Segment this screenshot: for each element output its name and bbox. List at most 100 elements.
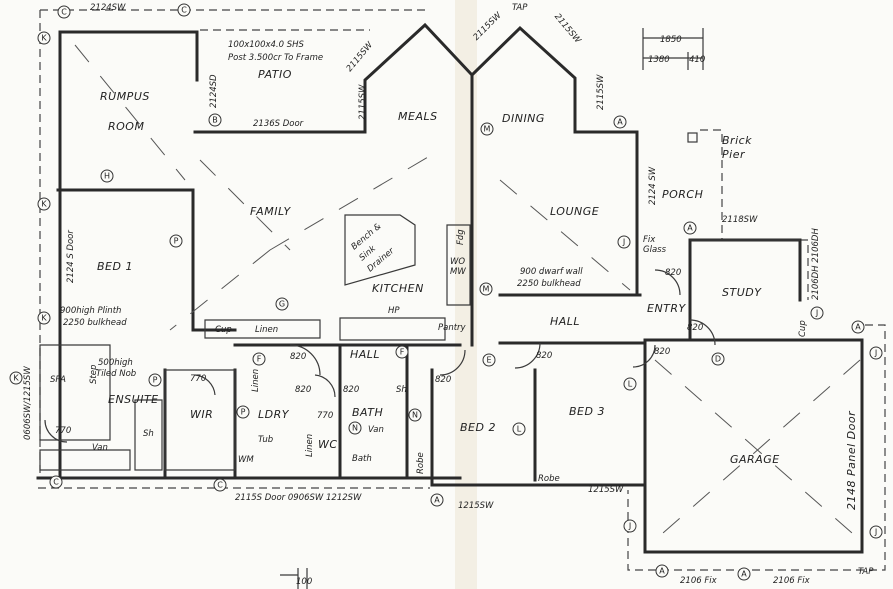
marker-letter: H (104, 172, 110, 181)
marker-circle (869, 346, 883, 360)
grid-marker-m: M (479, 282, 493, 296)
grid-marker-e: E (482, 353, 496, 367)
room-label-bed2: BED 2 (460, 421, 496, 434)
fixture-vanity-2: Van (368, 425, 384, 435)
room-label-rumpus-room: ROOM (108, 120, 144, 133)
marker-letter: M (483, 285, 490, 294)
room-label-rumpus: RUMPUS (100, 90, 150, 103)
grid-marker-b: B (208, 113, 222, 127)
fixture-cupboard-2: Cup (798, 320, 808, 337)
grid-marker-a: A (737, 567, 751, 581)
marker-letter: P (153, 376, 158, 385)
marker-letter: A (434, 496, 440, 505)
room-label-bed1: BED 1 (97, 260, 133, 273)
dimension-label: 410 (689, 55, 705, 65)
door-width: 820 (435, 375, 451, 385)
grid-marker-a: A (613, 115, 627, 129)
dimension-label: 1850 (660, 35, 682, 45)
roof-hip-lines (74, 44, 861, 541)
marker-circle (480, 122, 494, 136)
window-label: 1215SW (588, 485, 624, 495)
marker-circle (613, 115, 627, 129)
room-label-lounge: LOUNGE (550, 205, 599, 218)
note-fix-glass-2: Glass (643, 245, 667, 255)
marker-letter: G (279, 300, 285, 309)
note-brick-pier-2: Pier (722, 148, 746, 161)
room-label-ensuite: ENSUITE (108, 393, 159, 406)
marker-circle (395, 345, 409, 359)
dimension-label: 1380 (648, 55, 670, 65)
fixture-step: Step (89, 365, 99, 384)
fixture-pantry: Pantry (438, 323, 467, 333)
marker-circle (869, 525, 883, 539)
marker-circle (148, 373, 162, 387)
marker-circle (479, 282, 493, 296)
door-width: 820 (290, 352, 306, 362)
door-width: 820 (654, 347, 670, 357)
fixture-shower-2: Sh (396, 385, 407, 395)
grid-marker-j: J (810, 306, 824, 320)
note-dwarf-bulkhead: 2250 bulkhead (517, 279, 581, 289)
marker-circle (177, 3, 191, 17)
fixture-cupboard: Cup (215, 325, 232, 335)
grid-marker-a: A (655, 564, 669, 578)
door-width: 770 (190, 374, 206, 384)
note-post-spacing: Post 3.500cr To Frame (228, 53, 323, 63)
marker-circle (711, 352, 725, 366)
grid-marker-d: D (711, 352, 725, 366)
fixture-shower: Sh (143, 429, 154, 439)
marker-circle (655, 564, 669, 578)
fixture-fridge: Fdg (456, 229, 466, 245)
note-fix-glass: Fix (643, 235, 656, 245)
window-label: 2118SW (722, 215, 758, 225)
grid-marker-k: K (37, 31, 51, 45)
room-label-wc: WC (318, 438, 338, 451)
marker-letter: K (41, 314, 47, 323)
marker-letter: B (212, 116, 218, 125)
grid-marker-c: C (177, 3, 191, 17)
grid-marker-a: A (683, 221, 697, 235)
window-label: 2106 Fix (773, 576, 811, 586)
grid-marker-f: F (395, 345, 409, 359)
marker-letter: L (628, 380, 633, 389)
marker-circle (623, 377, 637, 391)
room-label-hall: HALL (350, 348, 380, 361)
marker-letter: K (41, 200, 47, 209)
grid-marker-j: J (869, 346, 883, 360)
grid-marker-a: A (851, 320, 865, 334)
room-label-bath: BATH (352, 406, 383, 419)
marker-letter: C (181, 6, 187, 15)
room-label-spa: SPA (50, 375, 66, 385)
fixture-vanity: Van (92, 443, 108, 453)
room-label-ldry: LDRY (258, 408, 290, 421)
grid-marker-p: P (148, 373, 162, 387)
marker-circle (430, 493, 444, 507)
grid-marker-n: N (408, 408, 422, 422)
marker-letter: K (41, 34, 47, 43)
room-label-family: FAMILY (250, 205, 292, 218)
fixture-washing-machine: WM (238, 455, 254, 465)
marker-circle (9, 371, 23, 385)
grid-marker-l: L (512, 422, 526, 436)
marker-letter: A (659, 567, 665, 576)
window-label: 1215SW (458, 501, 494, 511)
room-label-study: STUDY (722, 286, 762, 299)
fixture-bathtub: Bath (352, 454, 372, 464)
marker-letter: D (715, 355, 721, 364)
grid-marker-m: M (480, 122, 494, 136)
marker-circle (512, 422, 526, 436)
note-dwarf-wall: 900 dwarf wall (520, 267, 583, 277)
grid-marker-p: P (169, 234, 183, 248)
window-label: 2106 Fix (680, 576, 718, 586)
brick-pier (687, 132, 698, 143)
room-label-hall-2: HALL (550, 315, 580, 328)
note-post-size: 100x100x4.0 SHS (228, 40, 305, 50)
grid-marker-j: J (617, 235, 631, 249)
opening-labels-bottom: 2115S Door 0906SW 1212SW (235, 493, 362, 503)
marker-circle (623, 519, 637, 533)
marker-circle (482, 353, 496, 367)
grid-marker-k: K (37, 197, 51, 211)
grid-marker-p: P (236, 405, 250, 419)
grid-marker-h: H (100, 169, 114, 183)
garage-door-label: 2148 Panel Door (845, 410, 858, 510)
